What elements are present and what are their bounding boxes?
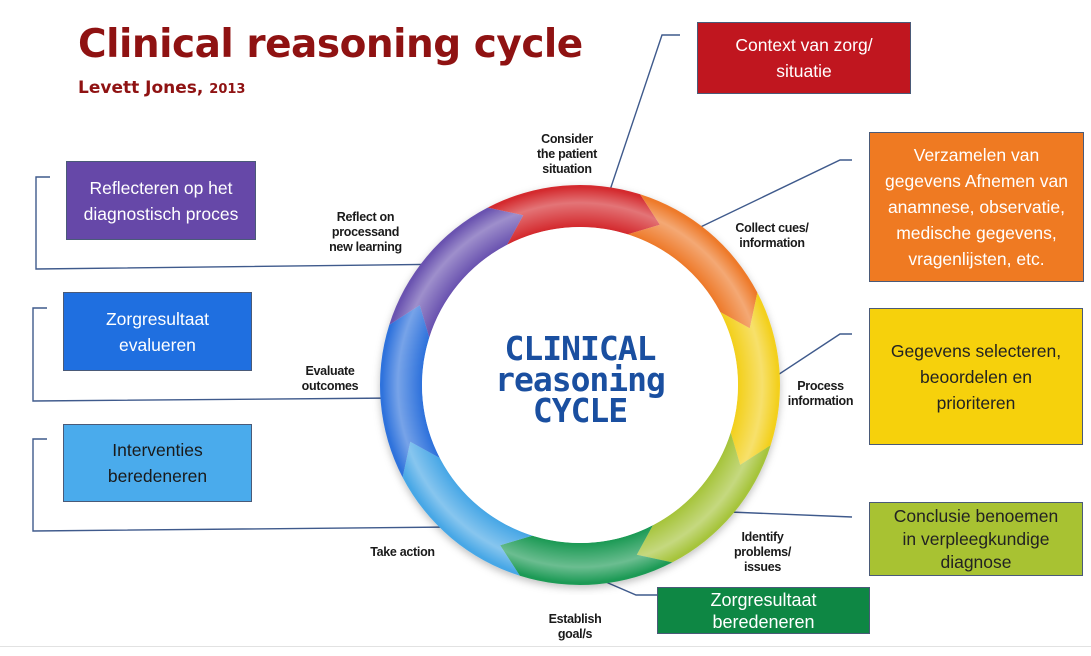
connector-evaluate bbox=[32, 307, 397, 402]
label-line: Establish bbox=[548, 612, 602, 626]
label-line: Process bbox=[797, 379, 844, 393]
box-line: Zorgresultaat bbox=[105, 308, 210, 329]
cycle-center-logo: CLINICAL reasoning cycle bbox=[470, 329, 690, 430]
label-line: goal/s bbox=[557, 627, 593, 641]
label-line: outcomes bbox=[301, 379, 359, 393]
box-line: diagnostisch proces bbox=[83, 203, 239, 224]
center-line-1: CLINICAL bbox=[504, 329, 657, 368]
connector-interventions bbox=[32, 438, 453, 532]
stage-label-establish: Establish goal/s bbox=[535, 612, 615, 642]
label-line: Consider bbox=[541, 132, 593, 146]
box-evaluate: Zorgresultaat evalueren bbox=[63, 292, 252, 371]
box-line: in verpleegkundige bbox=[902, 528, 1050, 549]
author: Levett Jones, bbox=[78, 78, 204, 98]
page-subtitle: Levett Jones, 2013 bbox=[78, 78, 245, 98]
label-line: situation bbox=[542, 162, 592, 176]
label-line: new learning bbox=[329, 240, 402, 254]
center-line-3: cycle bbox=[532, 391, 628, 430]
label-line: information bbox=[739, 236, 805, 250]
year: 2013 bbox=[209, 82, 246, 97]
box-line: Interventies bbox=[112, 440, 203, 460]
label-line: the patient bbox=[537, 147, 597, 161]
connector-collect bbox=[687, 159, 852, 234]
box-line: evalueren bbox=[119, 334, 196, 355]
label-line: Identify bbox=[741, 530, 784, 544]
box-process: Gegevens selecteren, beoordelen en prior… bbox=[869, 308, 1083, 445]
stage-label-reflect: Reflect on processand new learning bbox=[318, 210, 413, 255]
stage-label-identify: Identify problems/ issues bbox=[725, 530, 800, 575]
box-line: Gegevens selecteren, bbox=[890, 340, 1062, 361]
stage-label-collect: Collect cues/ information bbox=[727, 221, 817, 251]
stage-label-process: Process information bbox=[778, 379, 863, 409]
box-line: Reflecteren op het bbox=[89, 177, 233, 198]
connector-process bbox=[757, 333, 852, 389]
box-context: Context van zorg/situatie bbox=[697, 22, 911, 94]
label-line: Reflect on bbox=[336, 210, 395, 224]
label-line: issues bbox=[743, 560, 782, 574]
bottom-divider bbox=[0, 646, 1091, 647]
cycle-ring bbox=[380, 184, 780, 585]
stage-label-evaluate: Evaluate outcomes bbox=[290, 364, 370, 394]
ring-center bbox=[422, 227, 738, 543]
box-line: Context van zorg/ bbox=[735, 35, 873, 55]
box-line: Verzamelen van bbox=[913, 145, 1040, 165]
center-line-2: reasoning bbox=[495, 360, 666, 399]
box-interventions: Interventies beredeneren bbox=[63, 424, 252, 502]
box-line: anamnese, observatie, bbox=[887, 197, 1066, 217]
box-line: Conclusie benoemen bbox=[893, 505, 1059, 526]
box-line: medische gegevens, bbox=[896, 223, 1057, 243]
box-line: Zorgresultaat bbox=[710, 589, 817, 610]
box-line: situatie bbox=[776, 61, 832, 81]
box-collect: Verzamelen van gegevens Afnemen van anam… bbox=[869, 132, 1084, 282]
connector-reflect bbox=[35, 176, 463, 270]
box-line: beoordelen en bbox=[920, 366, 1032, 387]
label-line: information bbox=[787, 394, 854, 408]
box-goal: Zorgresultaat beredeneren bbox=[657, 587, 870, 634]
stage-label-consider: Consider the patient situation bbox=[527, 132, 607, 177]
box-conclusion: Conclusie benoemen in verpleegkundige di… bbox=[869, 502, 1083, 576]
box-line: prioriteren bbox=[936, 392, 1016, 413]
box-reflect: Reflecteren op het diagnostisch proces bbox=[66, 161, 256, 240]
box-line: beredeneren bbox=[712, 611, 815, 632]
box-line: vragenlijsten, etc. bbox=[908, 249, 1045, 269]
box-line: diagnose bbox=[940, 551, 1012, 572]
stage-label-take-action: Take action bbox=[355, 545, 450, 560]
label-line: processand bbox=[331, 225, 400, 239]
box-line: beredeneren bbox=[107, 466, 208, 486]
box-line: gegevens Afnemen van bbox=[885, 171, 1068, 191]
label-line: problems/ bbox=[733, 545, 792, 559]
page-title: Clinical reasoning cycle bbox=[78, 22, 583, 67]
label-line: Collect cues/ bbox=[735, 221, 809, 235]
label-line: Take action bbox=[370, 545, 435, 559]
connector-context bbox=[604, 34, 680, 206]
label-line: Evaluate bbox=[305, 364, 355, 378]
